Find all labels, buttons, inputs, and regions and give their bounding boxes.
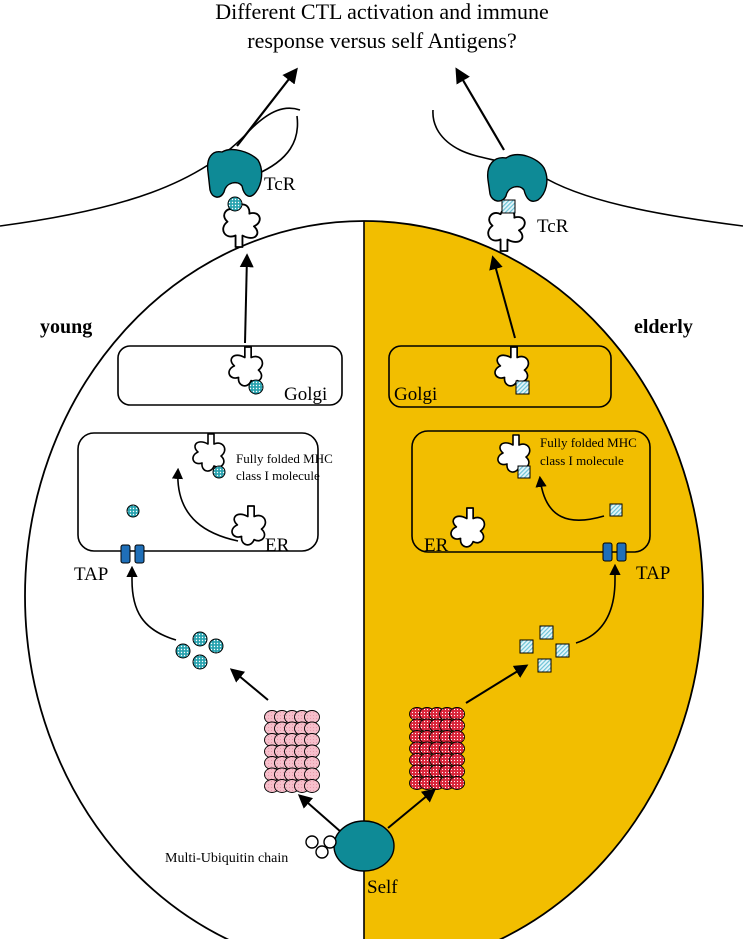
peptide-square-icon-cytosol-right-2 — [539, 625, 554, 640]
arrow-er-folding-right — [535, 475, 605, 522]
peptide-round-icon-cytosol-left-1 — [175, 643, 191, 659]
peptide-square-icon-er-right — [609, 503, 623, 517]
tcr-label-left: TcR — [264, 174, 296, 195]
mhc-label-left-line1: Fully folded MHC — [236, 451, 333, 466]
arrow-self-to-proteasome-left — [297, 794, 342, 833]
arrow-to-title-right — [455, 67, 505, 151]
elderly-label: elderly — [634, 316, 693, 338]
proteasome-subunit — [304, 779, 320, 793]
mhc-class-i-molecule-icon-surface-right — [487, 207, 526, 252]
title-line-1: Different CTL activation and immune — [215, 0, 549, 24]
er-label-right: ER — [424, 535, 449, 556]
tap-transporter-icon-right-b — [616, 542, 627, 562]
golgi-label-left: Golgi — [284, 384, 327, 405]
peptide-square-icon-golgi-right — [515, 380, 530, 395]
tap-transporter-icon-left-b — [134, 544, 145, 564]
peptide-square-icon-cytosol-right-3 — [555, 643, 570, 658]
tap-transporter-icon-right-a — [602, 542, 613, 562]
proteasome-subunit — [449, 776, 465, 790]
tap-label-right: TAP — [636, 563, 670, 584]
elderly-half-background — [364, 221, 703, 939]
arrow-peptides-to-tap-right — [575, 563, 621, 644]
arrow-golgi-to-surface-right — [489, 255, 516, 339]
mhc-label-right-line1: Fully folded MHC — [540, 435, 637, 450]
proteasome-icon-elderly — [409, 707, 465, 790]
self-protein-icon — [333, 820, 395, 872]
arrow-self-to-proteasome-right — [387, 788, 437, 829]
tap-transporter-icon-left-a — [120, 544, 131, 564]
arrow-golgi-to-surface-left — [239, 253, 254, 344]
multi-ubiquitin-label: Multi-Ubiquitin chain — [165, 851, 288, 866]
peptide-square-icon-cytosol-right-4 — [537, 658, 552, 673]
ubiquitin-chain-icon — [305, 835, 337, 859]
peptide-round-icon-tcr-left — [227, 196, 243, 212]
peptide-round-icon-cytosol-left-3 — [208, 638, 224, 654]
er-label-left: ER — [265, 535, 290, 556]
arrow-peptides-to-tap-left — [126, 565, 177, 641]
tcr-icon-right — [487, 154, 548, 202]
peptide-square-icon-tcr-right — [501, 199, 516, 214]
peptide-round-icon-cytosol-left-2 — [192, 631, 208, 647]
mhc-label-right-line2: class I molecule — [540, 453, 624, 468]
arrow-to-title-left — [236, 67, 298, 147]
golgi-label-right: Golgi — [394, 384, 437, 405]
self-label: Self — [367, 877, 398, 898]
tcr-icon-left — [206, 148, 263, 198]
arrow-proteasome-to-peptides-left — [229, 668, 269, 701]
tcr-label-right: TcR — [537, 216, 569, 237]
mhc-label-left-line2: class I molecule — [236, 468, 320, 483]
tap-label-left: TAP — [74, 564, 108, 585]
peptide-round-icon-cytosol-left-4 — [192, 654, 208, 670]
arrow-proteasome-to-peptides-right — [465, 664, 529, 704]
peptide-square-icon-er-folded-right — [517, 465, 531, 479]
peptide-round-icon-er-left — [126, 504, 140, 518]
arrow-er-folding-left — [171, 467, 239, 542]
young-label: young — [40, 316, 92, 338]
proteasome-icon-young — [264, 710, 320, 793]
t-cell-membrane-right — [432, 109, 743, 227]
young-half-background — [25, 221, 364, 939]
title-line-2: response versus self Antigens? — [247, 28, 516, 53]
peptide-round-icon-er-folded-left — [212, 465, 226, 479]
peptide-round-icon-golgi-left — [248, 379, 264, 395]
peptide-square-icon-cytosol-right-1 — [519, 639, 534, 654]
